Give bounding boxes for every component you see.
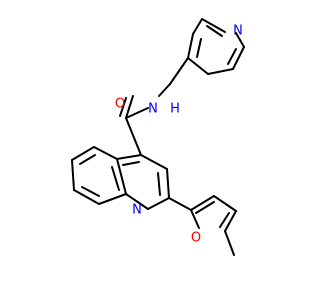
bond <box>71 159 75 191</box>
bond <box>98 193 127 205</box>
bond <box>190 195 215 211</box>
bond <box>224 230 235 256</box>
double-bond <box>79 154 96 165</box>
double-bond <box>227 48 237 65</box>
double-bond <box>195 201 215 214</box>
bond <box>235 32 245 48</box>
bond <box>116 154 142 160</box>
bond <box>73 189 100 205</box>
double-bond <box>81 186 100 197</box>
bond <box>93 146 118 160</box>
pyridine-nitrogen-label: N <box>233 24 243 39</box>
bond <box>187 33 194 59</box>
double-bond <box>119 97 127 117</box>
double-bond <box>206 25 223 37</box>
bond <box>190 209 200 229</box>
double-bond <box>196 38 202 58</box>
amide-nitrogen-label: N <box>148 102 158 117</box>
bond <box>168 197 192 211</box>
double-bond <box>111 166 120 191</box>
bond <box>116 158 127 195</box>
double-bond <box>122 161 140 166</box>
bond <box>166 168 170 199</box>
double-bond <box>219 212 230 228</box>
bonds <box>71 18 245 256</box>
bond <box>158 83 171 97</box>
furan-oxygen-label: O <box>191 231 201 246</box>
bond <box>232 46 245 70</box>
bond <box>125 95 134 119</box>
bond <box>71 146 95 161</box>
quinoline-nitrogen-label: N <box>132 203 142 218</box>
molecule-canvas: N N H O N O <box>71 18 245 256</box>
bond <box>192 18 203 35</box>
amide-hydrogen-label: H <box>170 102 180 117</box>
molecule-structure: N N H O N O <box>71 18 245 256</box>
bond <box>125 117 142 156</box>
carbonyl-oxygen-label: O <box>115 97 125 112</box>
atom-labels: N N H O N O <box>115 24 243 246</box>
bond <box>201 18 226 33</box>
bond <box>125 107 149 119</box>
bond <box>187 57 209 75</box>
bond <box>169 57 189 85</box>
bond <box>207 68 234 75</box>
bond <box>213 195 237 212</box>
bond <box>140 154 168 170</box>
bond <box>125 193 149 210</box>
double-bond <box>157 172 161 196</box>
bond <box>147 197 170 210</box>
bond <box>224 210 237 232</box>
